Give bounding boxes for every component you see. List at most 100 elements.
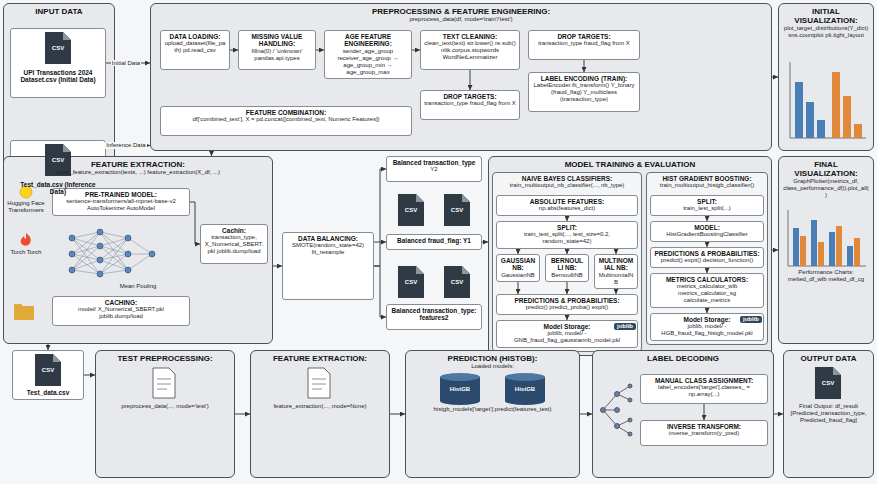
network-link bbox=[72, 232, 100, 270]
stage-panel: PREDICTION (HISTGB):Loaded models:histgb… bbox=[405, 350, 580, 478]
icon-label: CSV bbox=[398, 279, 424, 286]
model-cylinder bbox=[440, 373, 480, 405]
process-box: MISSING VALUE HANDLING:fillna(0) / 'unkn… bbox=[238, 30, 316, 70]
flow-arrow bbox=[374, 242, 386, 243]
process-box: INVERSE TRANSFORM:inverse_transform(y_pr… bbox=[640, 420, 768, 446]
node-heading: Balanced transaction_type bbox=[390, 159, 478, 166]
icon-label: CSV bbox=[35, 367, 61, 374]
node-text: joblib, model/ - HGB_fraud_flag_histgb_m… bbox=[654, 323, 760, 337]
process-box: Balanced transaction_typeY2 bbox=[386, 156, 482, 182]
node-heading: INPUT DATA bbox=[8, 7, 110, 16]
flow-arrow bbox=[707, 268, 708, 273]
node-text: train_multioutput_histgb_classifier() bbox=[650, 182, 764, 189]
node-text: Performance Charts: melted_df_wlb melted… bbox=[783, 269, 869, 283]
node-heading: ABSOLUTE FEATURES: bbox=[500, 198, 634, 205]
flow-arrow bbox=[106, 63, 150, 64]
node-text: preprocess_data(df, mode='train'/'test') bbox=[155, 16, 767, 23]
node-text: histgb_models['target'].predict(features… bbox=[410, 406, 575, 413]
network-link bbox=[72, 232, 100, 238]
bar-chart bbox=[790, 62, 866, 138]
node-heading: METRICS CALCULATORS: bbox=[654, 276, 760, 283]
flow-arrow bbox=[470, 70, 471, 90]
process-box: MODEL:HistGradientBoostingClassifier bbox=[650, 221, 764, 242]
node-heading: INITIAL VISUALIZATION: bbox=[783, 7, 869, 25]
icon-label: CSV bbox=[398, 207, 424, 214]
node-text: sentence-transformers/all-mpnet-base-v2 … bbox=[56, 198, 186, 212]
node-heading: DROP TARGETS: bbox=[424, 93, 516, 100]
network-link bbox=[100, 246, 128, 270]
network-link bbox=[72, 270, 100, 274]
process-box: TEXT CLEANING:clean_text(text) str.lower… bbox=[420, 30, 520, 70]
node-text: transaction_type, X_Numerical_SBERT.pkl … bbox=[204, 234, 264, 255]
flow-arrow bbox=[580, 414, 592, 415]
flow-arrow bbox=[106, 145, 150, 146]
node-text: Y2 bbox=[390, 166, 478, 173]
folder-icon bbox=[14, 304, 34, 320]
process-box: DATA BALANCING:SMOTE(random_state=42) fi… bbox=[282, 232, 374, 300]
flow-arrow bbox=[707, 308, 708, 313]
network-neuron bbox=[69, 267, 75, 273]
process-box: UPI Transactions 2024 Dataset.csv (Initi… bbox=[10, 28, 106, 98]
network-link bbox=[72, 254, 100, 260]
node-text: predict() expit() decision_function() bbox=[654, 257, 760, 264]
icon-label: CSV bbox=[45, 45, 71, 52]
network-link bbox=[72, 254, 100, 274]
flow-arrow bbox=[48, 344, 49, 350]
network-neuron bbox=[97, 243, 103, 249]
network-link bbox=[100, 238, 128, 246]
network-neuron bbox=[97, 257, 103, 263]
node-heading: FEATURE EXTRACTION: bbox=[8, 160, 268, 169]
node-heading: LABEL DECODING bbox=[597, 354, 769, 363]
network-neuron bbox=[125, 251, 131, 257]
node-heading: PREDICTION (HISTGB): bbox=[410, 354, 575, 363]
node-text: train_test_split(...) bbox=[654, 205, 760, 212]
flow-arrow bbox=[518, 249, 519, 254]
csv-icon bbox=[398, 266, 424, 298]
process-box: SPLIT:train_test_split(..., test_size=0.… bbox=[496, 221, 638, 249]
node-text: inverse_transform(y_pred) bbox=[644, 430, 764, 437]
network-link bbox=[100, 232, 128, 238]
network-neuron bbox=[69, 251, 75, 257]
node-text: MultinomialNB bbox=[598, 272, 634, 286]
node-heading: MANUAL CLASS ASSIGNMENT: bbox=[644, 377, 764, 384]
storage-badge: joblib bbox=[740, 316, 762, 323]
stage-panel: LABEL DECODINGMANUAL CLASS ASSIGNMENT:la… bbox=[592, 350, 774, 478]
flow-arrow bbox=[390, 414, 405, 415]
network-link bbox=[72, 238, 100, 274]
process-box: PRE-TRAINED MODEL:sentence-transformers/… bbox=[52, 188, 190, 216]
process-box: AGE FEATURE ENGINEERING:sender_age_group… bbox=[324, 30, 412, 79]
process-box: GAUSSIAN NB:GaussianNB bbox=[496, 254, 540, 282]
storage-badge: joblib bbox=[614, 323, 636, 330]
network-link bbox=[100, 232, 128, 270]
node-heading: GAUSSIAN NB: bbox=[500, 257, 536, 272]
flow-arrow bbox=[211, 151, 212, 156]
flow-arrow bbox=[374, 266, 386, 317]
process-box: MULTINOMIAL NB:MultinomialNB bbox=[594, 254, 638, 289]
icon-label: CSV bbox=[444, 207, 470, 214]
process-box: CACHING:model/ X_Numerical_SBERT.pkl job… bbox=[52, 296, 190, 326]
flow-arrow bbox=[84, 375, 95, 376]
flow-arrow bbox=[704, 404, 705, 420]
node-text: train_test_split(..., test_size=0.2, ran… bbox=[500, 231, 634, 245]
node-heading: SPLIT: bbox=[500, 224, 634, 231]
process-box: DROP TARGETS:transaction_type fraud_flag… bbox=[528, 30, 640, 60]
network-link bbox=[72, 246, 100, 254]
network-link bbox=[128, 254, 152, 270]
model-cylinder bbox=[505, 373, 545, 405]
node-text: transaction_type fraud_flag from X bbox=[532, 40, 636, 47]
node-text: Final Output: df_result [Predicted_trans… bbox=[788, 403, 869, 424]
csv-icon bbox=[35, 354, 61, 386]
process-box: Balanced transaction_type: features2 bbox=[386, 304, 482, 330]
node-text: HistGradientBoostingClassifier bbox=[654, 231, 760, 238]
network-link bbox=[128, 254, 152, 255]
network-link bbox=[72, 238, 100, 260]
node-text: sender_age_group receiver_age_group → ag… bbox=[328, 48, 408, 76]
node-heading: Balanced fraud_flag: Y1 bbox=[390, 237, 478, 244]
node-heading: CACHING: bbox=[56, 299, 186, 306]
process-box: METRICS CALCULATORS:metrics_calculator_w… bbox=[650, 273, 764, 308]
node-heading: Test_data.csv bbox=[16, 389, 80, 396]
network-neuron bbox=[97, 271, 103, 277]
flow-arrow bbox=[774, 414, 783, 415]
network-link bbox=[100, 254, 128, 274]
node-heading: TEST PREPROCESSING: bbox=[100, 354, 230, 363]
